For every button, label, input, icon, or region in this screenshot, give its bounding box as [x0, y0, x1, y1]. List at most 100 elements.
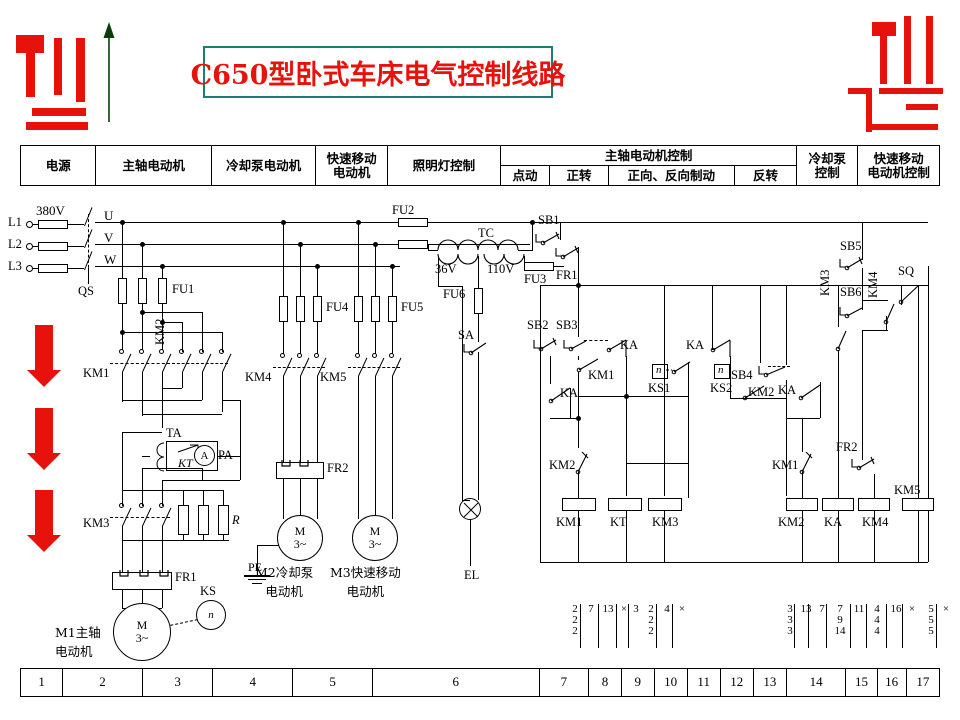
header-cell-coolant-control: 冷却泵 控制	[796, 145, 859, 186]
ground-bar	[244, 575, 270, 577]
line-fuse-L1	[38, 220, 68, 229]
fr1-element	[119, 570, 169, 577]
ks-mechanical-link	[170, 619, 198, 626]
bus-line-V	[100, 244, 530, 245]
label-coil-KM2: KM2	[778, 515, 805, 529]
xref-separator	[656, 604, 657, 648]
wire	[95, 244, 103, 245]
wire	[203, 490, 204, 505]
xref-line: 5	[928, 614, 934, 626]
wire	[68, 268, 84, 269]
contact-terminal	[314, 353, 319, 358]
coil-KM3	[648, 498, 682, 511]
col-num-6: 6	[372, 668, 540, 697]
braking-resistor-2	[198, 505, 209, 535]
wire	[570, 388, 571, 418]
ground-bar	[248, 579, 266, 580]
wire	[240, 400, 241, 456]
contact-KS1	[666, 361, 691, 375]
wire	[283, 479, 284, 519]
contact-KM1-no	[576, 358, 599, 373]
xref-separator	[672, 604, 673, 648]
main-fuse-2	[138, 278, 147, 304]
wire	[122, 304, 123, 352]
header-cell-spindle-motor: 主轴电动机	[95, 145, 212, 186]
wire	[182, 322, 183, 352]
deco-bar	[906, 104, 938, 110]
button-SB3[interactable]	[562, 336, 588, 358]
header-cell-forward: 正转	[549, 165, 609, 186]
speed-contact-KS2-box	[714, 364, 730, 379]
deco-bar	[26, 35, 35, 97]
label-SB1: SB1	[538, 213, 560, 227]
table-row: 1 2 3 4 5 6 7 8 9 10 11 12 13 14 15 16 1…	[19, 668, 941, 697]
wire	[142, 244, 143, 280]
button-SB1[interactable]	[534, 230, 562, 252]
label-L3: L3	[8, 259, 22, 273]
xref-line: 2	[572, 625, 578, 637]
wire	[182, 372, 183, 388]
label-KM1-interlock: KM1	[772, 458, 799, 472]
col-num-14: 14	[785, 668, 847, 697]
arrow-down-icon	[27, 490, 61, 552]
contact-terminal	[159, 349, 164, 354]
button-SB5[interactable]	[838, 255, 864, 277]
xref-line: 2	[648, 625, 654, 637]
header-cell-reverse: 反转	[733, 165, 798, 186]
wire	[578, 285, 579, 337]
contact-terminal	[199, 349, 204, 354]
wire	[578, 511, 579, 562]
wire	[283, 222, 284, 298]
header-cell-rapid-control: 快速移动 电动机控制	[857, 145, 940, 186]
xref-separator	[902, 604, 903, 648]
label-KM3-contact: KM3	[818, 269, 832, 296]
header-cell-jog: 点动	[499, 165, 551, 186]
label-PA: PA	[218, 448, 233, 462]
branch-line-col8	[626, 396, 627, 496]
wire	[202, 468, 203, 480]
wire	[317, 322, 318, 356]
terminal-L2	[26, 243, 33, 250]
wire	[142, 312, 202, 313]
button-SB4[interactable]	[757, 362, 787, 384]
motor-M1: M 3~	[113, 603, 171, 661]
xref-entry: 3 3 3	[784, 604, 796, 637]
xref-line: 4	[874, 614, 880, 626]
header-cell-braking: 正向、反向制动	[607, 165, 735, 186]
xref-line: 5	[928, 625, 934, 637]
wire	[802, 418, 803, 452]
wire	[162, 590, 163, 608]
wire	[358, 376, 359, 519]
wire	[162, 526, 163, 540]
lamp-fuse-FU6	[474, 288, 483, 314]
page-title: C650型卧式车床电气控制线路	[191, 46, 565, 98]
sb3-mechanical-link	[584, 340, 608, 341]
col-num-16: 16	[876, 668, 907, 697]
wire	[142, 414, 222, 415]
col-num-10: 10	[653, 668, 688, 697]
wire	[428, 250, 438, 251]
switch-SA[interactable]	[462, 338, 488, 362]
wire	[257, 545, 258, 575]
motor-M3-label-line2: 电动机	[346, 584, 385, 599]
label-FU4: FU4	[326, 300, 349, 314]
wire	[223, 490, 224, 505]
contact-terminal	[372, 353, 377, 358]
label-KM5-main: KM5	[320, 370, 347, 384]
contact-terminal	[389, 353, 394, 358]
contact-terminal	[219, 349, 224, 354]
junction	[315, 264, 320, 269]
xref-line: 3	[787, 603, 793, 615]
button-SB6[interactable]	[838, 303, 864, 325]
col-num-11: 11	[686, 668, 721, 697]
transformer-secondary-110v	[483, 253, 525, 265]
section-header-table: 电源 主轴电动机 冷却泵电动机 快速移动 电动机 照明灯控制 主轴电动机控制 冷…	[19, 145, 940, 186]
wire	[626, 356, 627, 396]
label-U: U	[104, 208, 114, 223]
wire	[550, 356, 551, 384]
button-SB2[interactable]	[532, 336, 558, 358]
label-L1: L1	[8, 215, 22, 229]
deco-bar	[926, 16, 933, 84]
wire	[142, 590, 143, 604]
junction	[120, 220, 125, 225]
